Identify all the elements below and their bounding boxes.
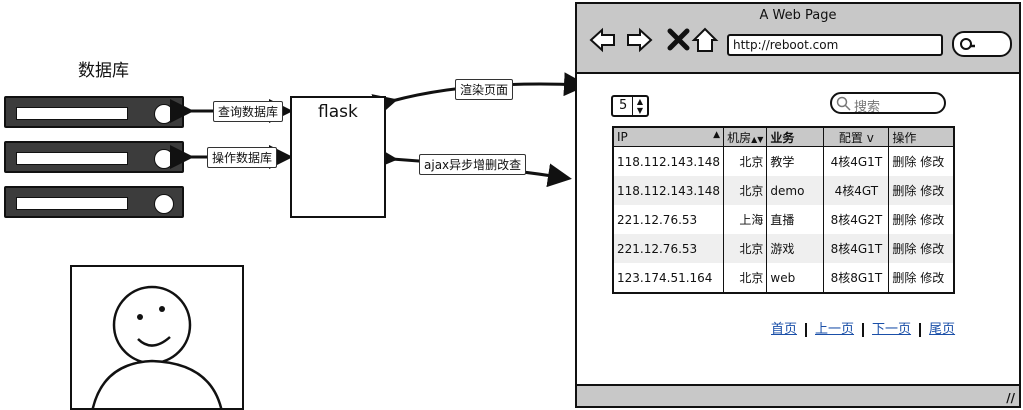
column-header-biz[interactable]: 业务	[766, 127, 825, 147]
search-icon	[960, 38, 975, 50]
delete-button[interactable]: 删除	[892, 242, 917, 256]
label-query-db: 查询数据库	[213, 101, 284, 122]
search-icon	[836, 96, 851, 111]
cell-ip: 221.12.76.53	[613, 205, 725, 234]
cell-config: 4核4G1T	[823, 146, 890, 176]
browser-toolbar: A Web Page http://reboot.com	[577, 4, 1019, 74]
cell-actions: 删除 修改	[889, 263, 954, 293]
browser-statusbar: //	[577, 384, 1019, 406]
table-row: 221.12.76.53 北京 游戏 8核4G1T 删除 修改	[613, 234, 954, 263]
sort-both-icon: ▲▼	[751, 134, 764, 144]
search-placeholder: 搜索	[854, 100, 881, 115]
cell-room: 上海	[723, 205, 768, 234]
user-avatar	[70, 265, 244, 410]
table-row: 221.12.76.53 上海 直播 8核4G2T 删除 修改	[613, 205, 954, 234]
column-header-ip[interactable]: IP▲	[613, 127, 725, 147]
cell-room: 北京	[723, 234, 768, 263]
cell-actions: 删除 修改	[888, 234, 954, 263]
back-arrow-icon[interactable]	[589, 26, 617, 54]
cell-config: 8核4G1T	[823, 234, 890, 263]
flask-server: flask	[290, 96, 386, 218]
label-ajax: ajax异步增删改查	[419, 154, 527, 175]
column-header-room[interactable]: 机房▲▼	[723, 127, 768, 147]
cell-actions: 删除 修改	[889, 205, 954, 234]
modify-button[interactable]: 修改	[920, 271, 945, 285]
browser-window: A Web Page http://reboot.com 5 ▲▼ 搜索	[575, 2, 1021, 408]
delete-button[interactable]: 删除	[892, 271, 917, 285]
server-slot	[16, 107, 128, 120]
cell-room: 北京	[723, 146, 768, 176]
flask-label: flask	[318, 102, 358, 122]
label-operate-db: 操作数据库	[207, 147, 278, 168]
table-search-input[interactable]: 搜索	[830, 92, 946, 115]
resize-grip-icon[interactable]: //	[1006, 391, 1015, 405]
modify-button[interactable]: 修改	[920, 155, 945, 169]
table-row: 118.112.143.148 北京 demo 4核4GT 删除 修改	[613, 176, 954, 205]
page-size-stepper[interactable]: 5 ▲▼	[611, 95, 649, 117]
pager-first[interactable]: 首页	[771, 322, 798, 337]
pager-next[interactable]: 下一页	[872, 322, 912, 337]
cell-biz: 游戏	[766, 234, 825, 263]
close-icon[interactable]	[665, 26, 693, 54]
modify-button[interactable]: 修改	[920, 213, 945, 227]
database-server-2	[4, 141, 184, 173]
pager-last[interactable]: 尾页	[929, 322, 956, 337]
table-row: 118.112.143.148 北京 教学 4核4G1T 删除 修改	[613, 146, 954, 177]
page-size-value: 5	[619, 98, 628, 113]
user-icon	[91, 285, 223, 408]
modify-button[interactable]: 修改	[920, 184, 945, 198]
cell-biz: 教学	[766, 146, 825, 176]
cell-ip: 118.112.143.148	[613, 146, 725, 176]
sort-up-icon: ▲	[713, 130, 721, 140]
column-header-actions: 操作	[888, 127, 954, 147]
pager-divider	[919, 322, 922, 337]
cell-ip: 221.12.76.53	[613, 234, 725, 263]
label-render-page: 渲染页面	[455, 79, 514, 100]
table-row: 123.174.51.164 北京 web 8核8G1T 删除 修改	[613, 263, 954, 293]
url-input[interactable]: http://reboot.com	[727, 34, 943, 56]
cell-biz: web	[766, 263, 825, 293]
home-icon[interactable]	[691, 26, 719, 54]
database-title: 数据库	[78, 61, 129, 81]
server-slot	[16, 152, 128, 165]
pager-divider	[805, 322, 808, 337]
cell-actions: 删除 修改	[889, 147, 954, 177]
cell-ip: 123.174.51.164	[613, 263, 725, 293]
browser-search-input[interactable]	[952, 31, 1012, 57]
cell-ip: 118.112.143.148	[613, 176, 725, 205]
page-title: A Web Page	[759, 8, 837, 23]
table-header-row: IP▲ 机房▲▼ 业务 配置 v 操作	[613, 127, 954, 147]
cell-config: 8核8G1T	[823, 263, 890, 293]
cell-actions: 删除 修改	[888, 176, 954, 205]
cell-biz: demo	[766, 176, 825, 205]
delete-button[interactable]: 删除	[892, 184, 917, 198]
pager-prev[interactable]: 上一页	[815, 322, 855, 337]
cell-config: 8核4G2T	[823, 205, 890, 234]
database-server-3	[4, 186, 184, 218]
server-table: IP▲ 机房▲▼ 业务 配置 v 操作 118.112.143.148 北京 教…	[612, 126, 955, 294]
server-led	[154, 194, 174, 214]
server-slot	[16, 197, 128, 210]
delete-button[interactable]: 删除	[892, 213, 917, 227]
column-header-config[interactable]: 配置 v	[823, 127, 890, 147]
cell-config: 4核4GT	[823, 176, 890, 205]
stepper-arrows-icon[interactable]: ▲▼	[632, 97, 647, 115]
delete-button[interactable]: 删除	[892, 155, 917, 169]
modify-button[interactable]: 修改	[920, 242, 945, 256]
cell-biz: 直播	[766, 205, 825, 234]
pager-divider	[862, 322, 865, 337]
cell-room: 北京	[723, 176, 768, 205]
pagination: 首页 上一页 下一页 尾页	[771, 318, 955, 337]
cell-room: 北京	[723, 263, 768, 293]
forward-arrow-icon[interactable]	[625, 26, 653, 54]
